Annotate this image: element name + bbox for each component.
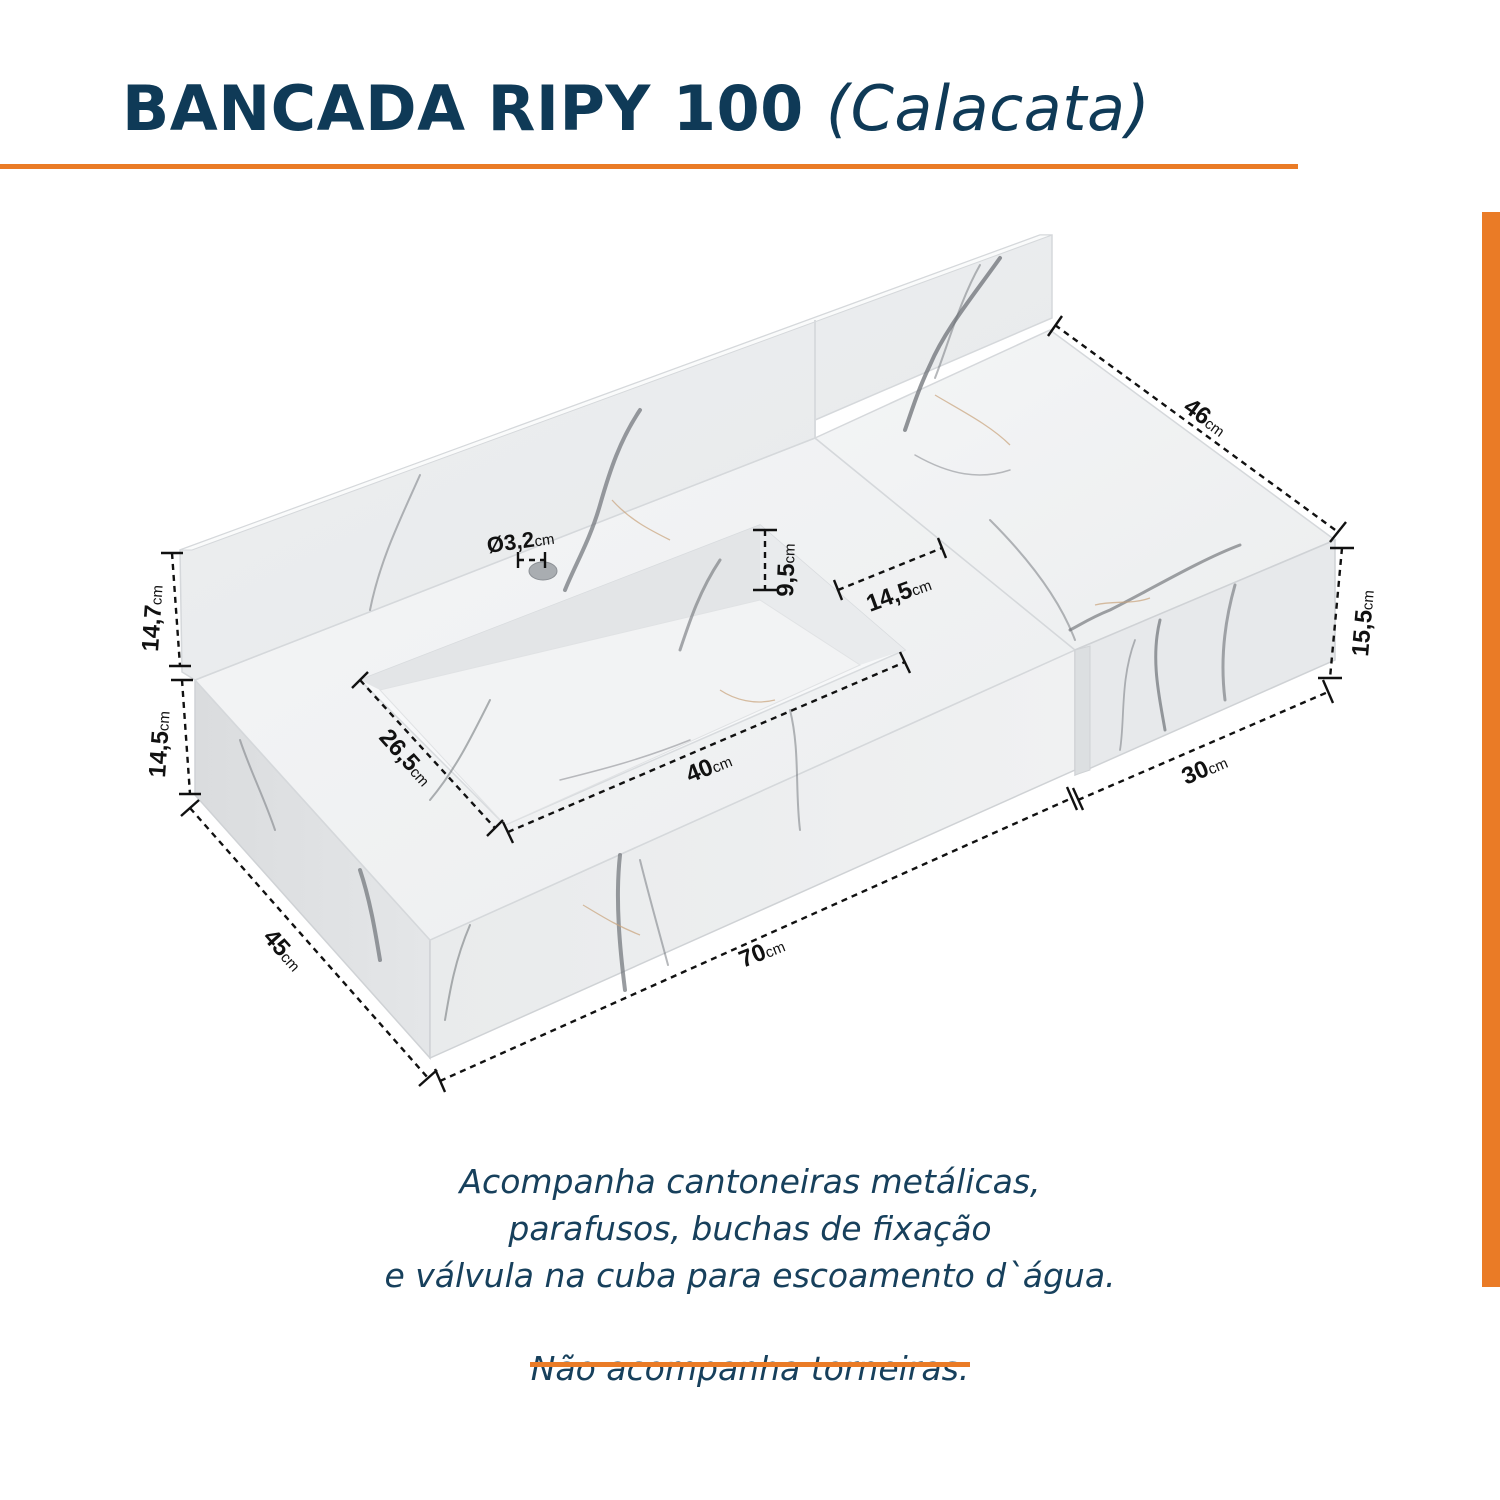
dim-label-overall-depth: 45cm [258, 924, 309, 977]
notes-line-3: e válvula na cuba para escoamento d`água… [384, 1256, 1116, 1295]
accent-rule-right [1482, 212, 1500, 1287]
marble-veins [239, 256, 1242, 1021]
accent-rule-top [0, 164, 1298, 169]
right-block [813, 329, 1337, 777]
dimension-lines [161, 315, 1354, 1093]
product-name: BANCADA RIPY 100 [122, 72, 804, 145]
dim-label-body-height: 14,5cm [144, 710, 176, 778]
dim-label-right-width: 30cm [1178, 747, 1232, 790]
dim-label-basin-height: 9,5cm [772, 543, 801, 597]
basin-side-wall [760, 525, 905, 665]
notes-line-1: Acompanha cantoneiras metálicas, [459, 1162, 1041, 1201]
notes-line-4: Não acompanha torneiras. [530, 1349, 970, 1388]
dim-label-backsplash-height: 14,7cm [137, 584, 169, 652]
notes-spacer [250, 1299, 1250, 1345]
dim-label-right-height: 15,5cm [1347, 589, 1380, 658]
page-title: BANCADA RIPY 100 (Calacata) [122, 78, 1150, 140]
product-variant: (Calacata) [825, 72, 1151, 145]
basin [358, 524, 907, 826]
product-notes: Acompanha cantoneiras metálicas, parafus… [250, 1158, 1250, 1392]
basin-back-wall [360, 525, 760, 690]
faucet-hole [528, 561, 558, 581]
accent-rule-bottom [530, 1362, 970, 1367]
backsplash-top-edge [179, 234, 1053, 551]
marble-gold-veins [582, 394, 1151, 936]
right-side-face [1074, 645, 1091, 776]
notes-line-2: parafusos, buchas de fixação [508, 1209, 992, 1248]
basin-floor [379, 599, 862, 826]
